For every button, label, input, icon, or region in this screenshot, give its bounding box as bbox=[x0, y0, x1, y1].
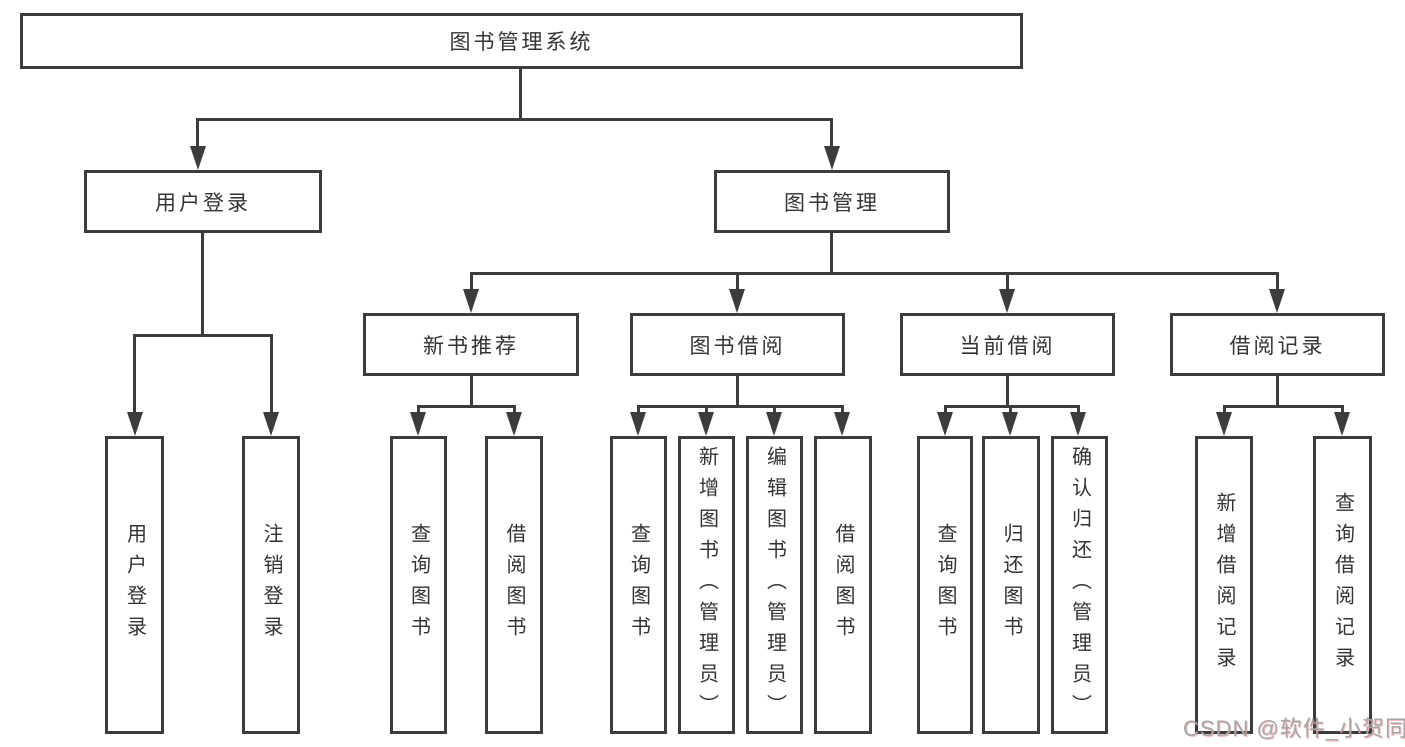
arrow-down bbox=[190, 146, 206, 170]
arrow-down bbox=[1269, 289, 1285, 313]
connector-line bbox=[841, 405, 844, 415]
node-label: 用户登录 bbox=[155, 191, 251, 215]
connector-line bbox=[736, 272, 739, 290]
arrow-down bbox=[1216, 412, 1232, 436]
leaf-label: 编辑图书（管理员） bbox=[763, 445, 786, 725]
leaf-query-books-recommend: 查询图书 bbox=[390, 436, 447, 734]
leaf-label: 用户登录 bbox=[123, 523, 146, 647]
arrow-down bbox=[766, 412, 782, 436]
arrow-down bbox=[630, 412, 646, 436]
leaf-label: 新增借阅记录 bbox=[1213, 492, 1235, 678]
arrow-down bbox=[410, 412, 426, 436]
connector-line bbox=[1341, 405, 1344, 415]
leaf-label: 借阅图书 bbox=[503, 523, 525, 647]
connector-line bbox=[513, 405, 516, 415]
connector-line bbox=[1223, 405, 1343, 408]
connector-line bbox=[196, 118, 833, 121]
connector-line bbox=[470, 272, 1279, 275]
leaf-query-borrow-record: 查询借阅记录 bbox=[1313, 436, 1372, 734]
arrow-down bbox=[729, 289, 745, 313]
connector-line bbox=[201, 233, 204, 337]
connector-line bbox=[196, 118, 199, 148]
connector-line bbox=[270, 334, 273, 414]
leaf-confirm-return-admin: 确认归还（管理员） bbox=[1051, 436, 1108, 734]
arrow-down bbox=[999, 289, 1015, 313]
connector-line bbox=[637, 405, 844, 408]
node-borrowing-records: 借阅记录 bbox=[1170, 313, 1385, 376]
connector-line bbox=[736, 376, 739, 408]
connector-line bbox=[1223, 405, 1226, 415]
leaf-logout: 注销登录 bbox=[242, 436, 300, 734]
leaf-label: 查询图书 bbox=[934, 523, 956, 647]
arrow-down bbox=[698, 412, 714, 436]
arrow-down bbox=[263, 412, 279, 436]
connector-line bbox=[470, 272, 473, 290]
leaf-query-books-current: 查询图书 bbox=[917, 436, 973, 734]
leaf-label: 查询图书 bbox=[627, 523, 650, 647]
node-label: 当前借阅 bbox=[959, 334, 1056, 358]
connector-line bbox=[519, 69, 522, 121]
leaf-label: 归还图书 bbox=[1000, 523, 1022, 647]
connector-line bbox=[1077, 405, 1080, 415]
connector-line bbox=[944, 405, 1080, 408]
arrow-down bbox=[1002, 412, 1018, 436]
leaf-return-book: 归还图书 bbox=[982, 436, 1040, 734]
connector-line bbox=[944, 405, 947, 415]
node-label: 借阅记录 bbox=[1229, 334, 1326, 358]
connector-line bbox=[1276, 376, 1279, 408]
leaf-label: 新增图书（管理员） bbox=[695, 445, 718, 725]
arrow-down bbox=[834, 412, 850, 436]
node-new-book-recommendation: 新书推荐 bbox=[363, 313, 579, 376]
connector-line bbox=[1006, 272, 1009, 290]
arrow-down bbox=[937, 412, 953, 436]
leaf-query-books-borrowing: 查询图书 bbox=[610, 436, 667, 734]
connector-line bbox=[773, 405, 776, 415]
connector-line bbox=[470, 376, 473, 408]
leaf-label: 查询图书 bbox=[407, 523, 430, 647]
node-book-borrowing: 图书借阅 bbox=[630, 313, 845, 376]
connector-line bbox=[1006, 376, 1009, 408]
leaf-label: 借阅图书 bbox=[832, 523, 854, 647]
connector-line bbox=[637, 405, 640, 415]
connector-line bbox=[830, 118, 833, 148]
node-label: 图书管理 bbox=[784, 191, 880, 215]
leaf-label: 确认归还（管理员） bbox=[1068, 445, 1091, 725]
connector-line bbox=[705, 405, 708, 415]
node-book-management: 图书管理 bbox=[714, 170, 950, 233]
arrow-down bbox=[127, 412, 143, 436]
arrow-down bbox=[463, 289, 479, 313]
leaf-user-login: 用户登录 bbox=[105, 436, 164, 734]
connector-line bbox=[830, 233, 833, 275]
leaf-edit-book-admin: 编辑图书（管理员） bbox=[746, 436, 803, 734]
node-current-borrowing: 当前借阅 bbox=[900, 313, 1115, 376]
arrow-down bbox=[824, 146, 840, 170]
connector-line bbox=[1009, 405, 1012, 415]
node-label: 图书借阅 bbox=[689, 334, 786, 358]
watermark: CSDN @软件_小贺同学 bbox=[1183, 716, 1405, 741]
connector-line bbox=[417, 405, 420, 415]
connector-line bbox=[417, 405, 516, 408]
connector-line bbox=[133, 334, 136, 414]
node-label: 图书管理系统 bbox=[449, 31, 594, 54]
leaf-add-borrow-record: 新增借阅记录 bbox=[1195, 436, 1253, 734]
connector-line bbox=[133, 334, 273, 337]
leaf-label: 注销登录 bbox=[260, 523, 282, 647]
arrow-down bbox=[506, 412, 522, 436]
leaf-borrow-books-recommend: 借阅图书 bbox=[485, 436, 543, 734]
leaf-borrow-books-borrowing: 借阅图书 bbox=[814, 436, 872, 734]
node-user-login: 用户登录 bbox=[84, 170, 322, 233]
node-library-management-system: 图书管理系统 bbox=[20, 13, 1023, 69]
connector-line bbox=[1276, 272, 1279, 290]
leaf-add-book-admin: 新增图书（管理员） bbox=[678, 436, 735, 734]
arrow-down bbox=[1070, 412, 1086, 436]
node-label: 新书推荐 bbox=[423, 334, 519, 358]
leaf-label: 查询借阅记录 bbox=[1331, 492, 1354, 678]
arrow-down bbox=[1334, 412, 1350, 436]
